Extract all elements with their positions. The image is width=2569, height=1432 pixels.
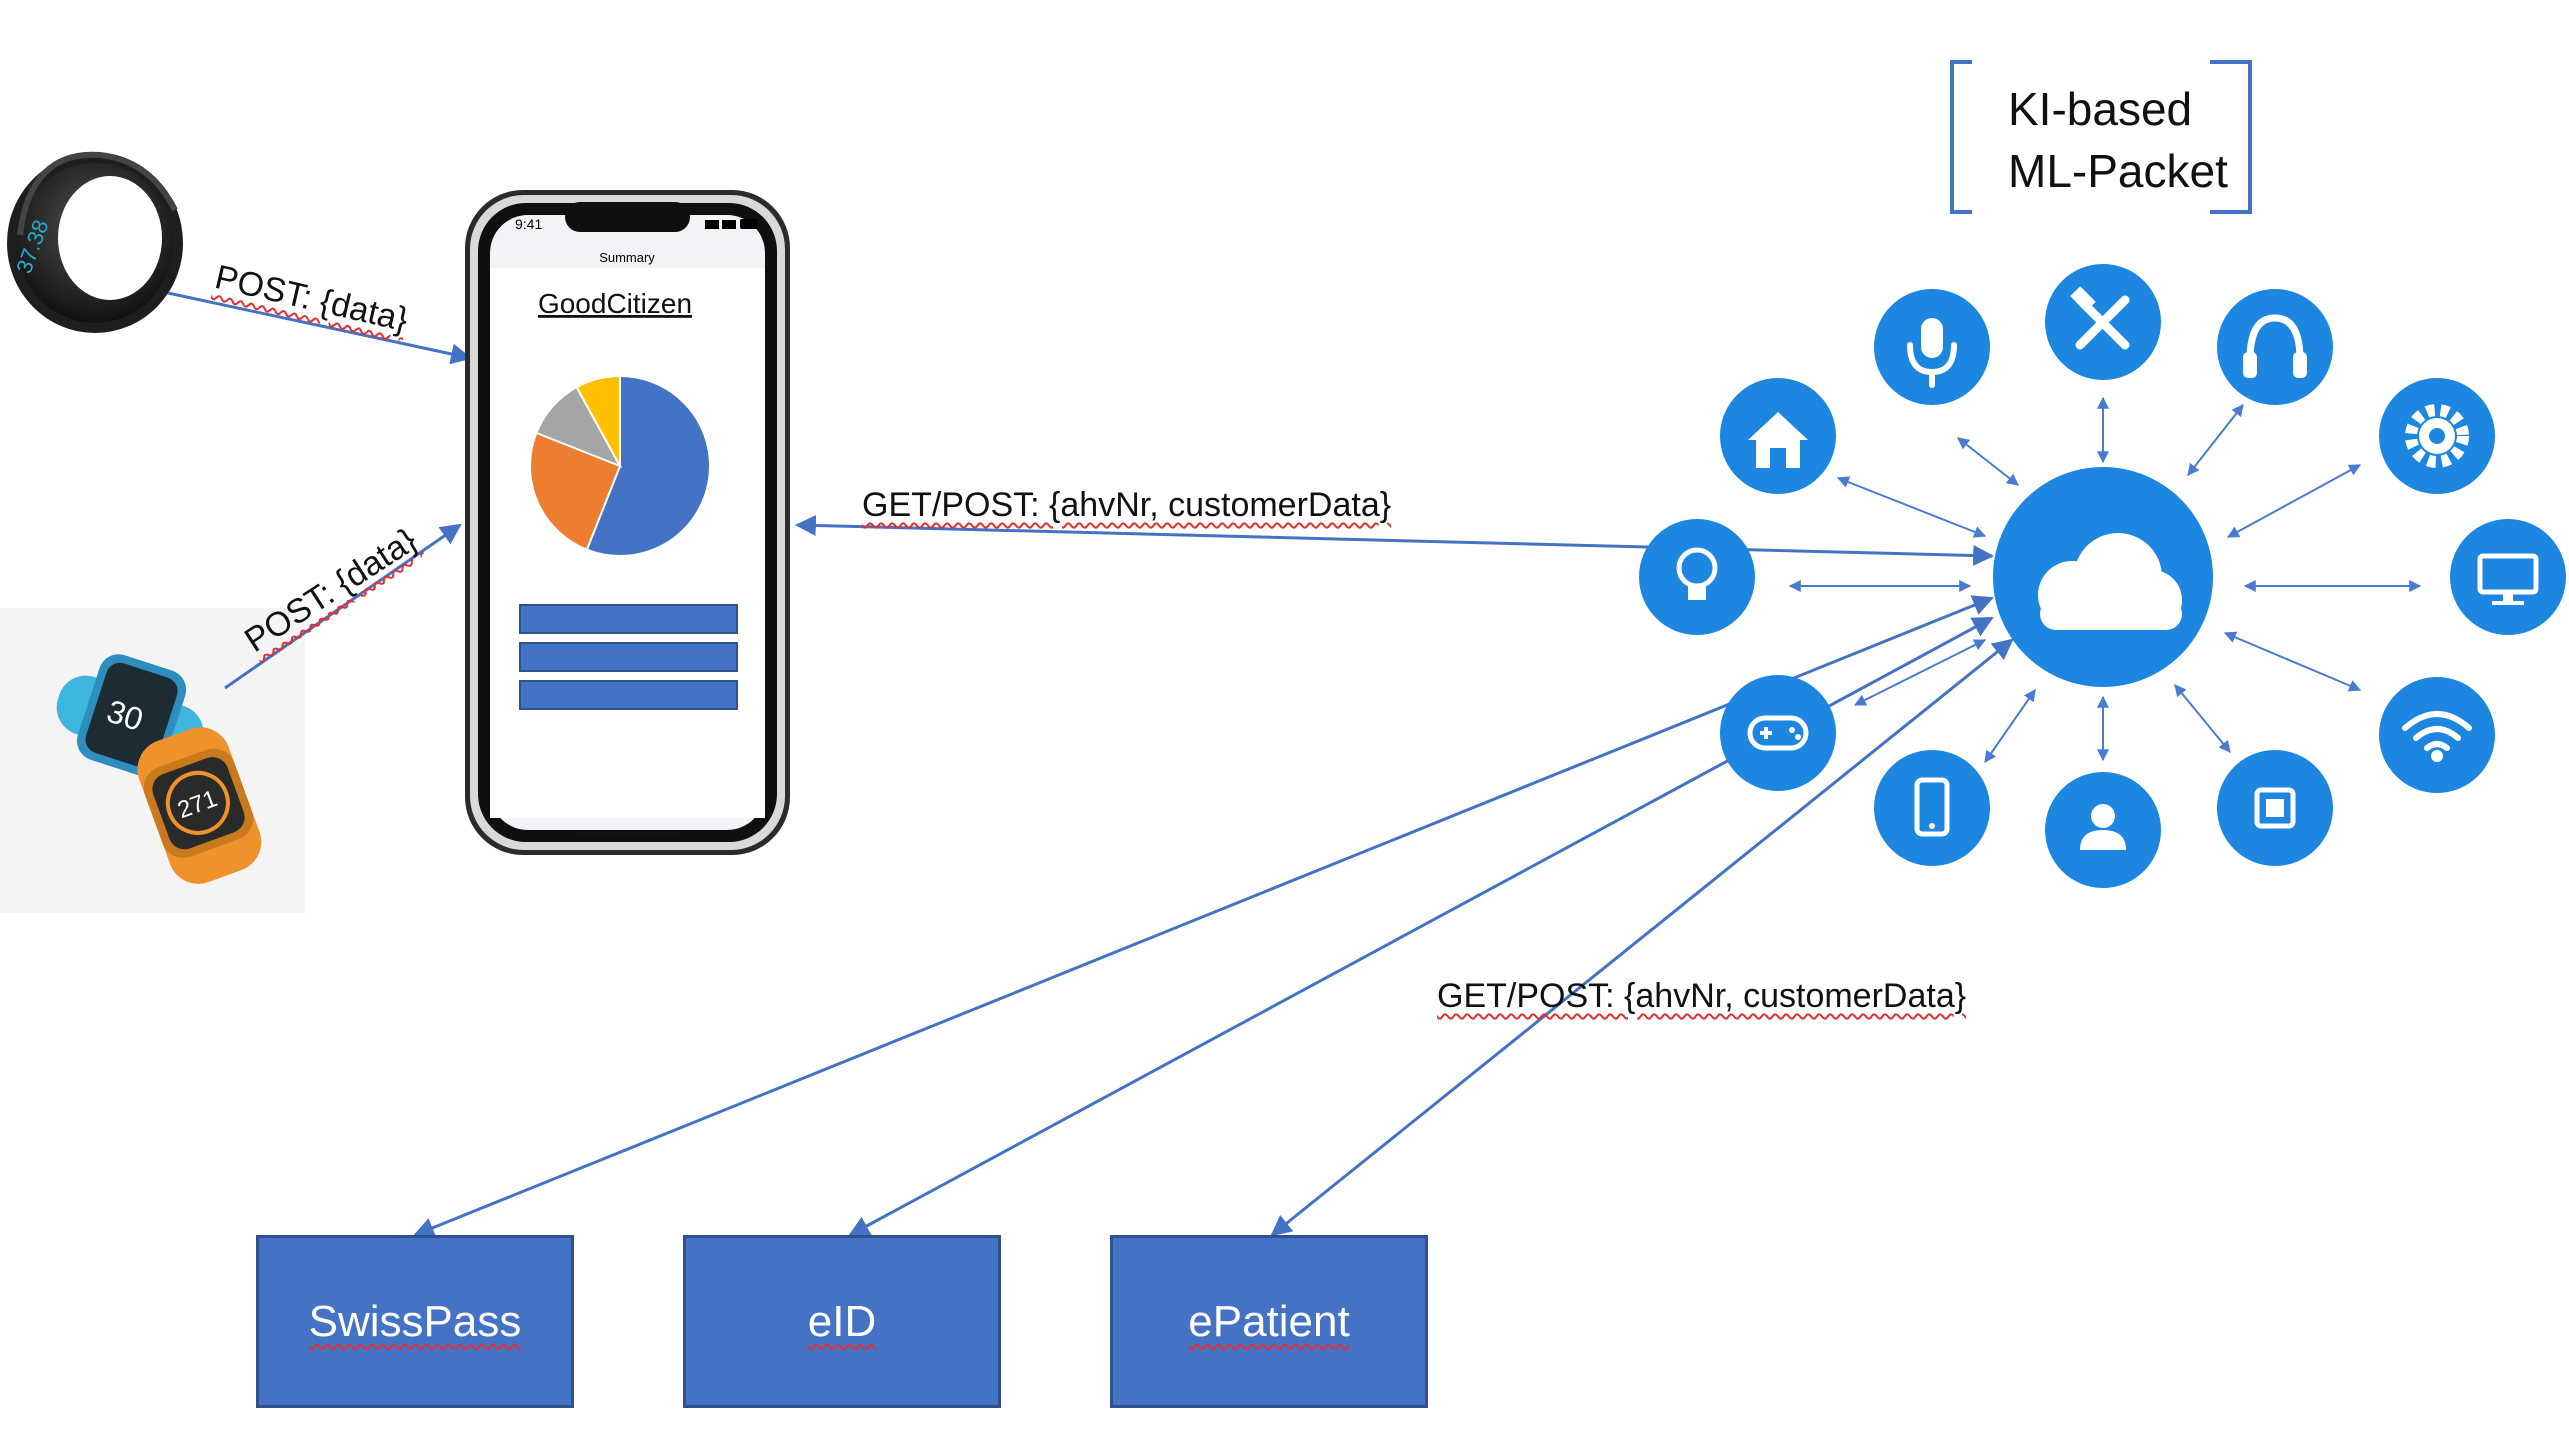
node-microphone <box>1874 289 1990 405</box>
pie-chart <box>529 374 711 557</box>
user-icon <box>2080 804 2126 850</box>
eid-box[interactable]: eID <box>683 1235 1001 1408</box>
node-tools <box>2045 264 2161 380</box>
phone-status-time: 9:41 <box>515 216 542 232</box>
monitor-icon <box>2477 553 2539 605</box>
list-bar-1 <box>519 604 738 634</box>
gamepad-icon <box>1747 715 1809 751</box>
network-spokes <box>1788 396 2422 763</box>
node-user <box>2045 772 2161 888</box>
gear-icon <box>2405 404 2469 468</box>
node-home <box>1720 378 1836 494</box>
epatient-box[interactable]: ePatient <box>1110 1235 1428 1408</box>
pie-slice-2 <box>529 431 622 551</box>
smart-ring-image: 37.38 <box>7 151 183 333</box>
smartphone-icon <box>1914 777 1950 837</box>
phone-cloud-label: GET/POST: {ahvNr, customerData} <box>862 486 1392 524</box>
cloud-icon <box>2038 533 2182 630</box>
node-gamepad <box>1720 675 1836 791</box>
wifi-icon <box>2402 711 2472 762</box>
lightbulb-icon <box>1676 547 1718 600</box>
microphone-icon <box>1907 318 1957 388</box>
node-wifi <box>2379 677 2495 793</box>
epatient-cloud-arrow <box>1270 638 2014 1237</box>
services-cloud-label: GET/POST: {ahvNr, customerData} <box>1437 977 1967 1015</box>
node-smartphone <box>1874 750 1990 866</box>
pie-slice-1 <box>585 374 711 557</box>
list-bar-2 <box>519 642 738 672</box>
node-chip <box>2217 750 2333 866</box>
tools-icon <box>2070 286 2130 350</box>
ml-packet-line1: KI-based <box>2008 83 2193 135</box>
epatient-label: ePatient <box>1188 1296 1350 1346</box>
pie-slice-4 <box>575 374 621 467</box>
node-gear <box>2379 378 2495 494</box>
swisspass-label: SwissPass <box>308 1296 522 1346</box>
app-title: GoodCitizen <box>538 288 692 319</box>
home-icon <box>1748 412 1808 468</box>
cloud-hub <box>1993 467 2213 687</box>
ml-packet-bracket <box>1950 60 2252 214</box>
list-bar-3 <box>519 680 738 710</box>
node-headphones <box>2217 289 2333 405</box>
ring-to-phone-arrow <box>167 291 473 365</box>
phone-header: Summary <box>599 250 655 265</box>
node-lightbulb <box>1639 519 1755 635</box>
ml-packet-line2: ML-Packet <box>2008 145 2228 197</box>
watch-to-phone-arrow <box>224 523 462 690</box>
phone-cloud-arrow <box>794 514 1995 567</box>
node-monitor <box>2450 519 2566 635</box>
swisspass-box[interactable]: SwissPass <box>256 1235 574 1408</box>
smartphone-mockup: 9:41 Summary GoodCitizen <box>465 190 790 855</box>
chip-icon <box>2254 787 2296 829</box>
eid-label: eID <box>807 1296 877 1346</box>
ml-packet-label: KI-based ML-Packet <box>2008 78 2228 202</box>
smartwatch-image: 30 271 <box>0 608 305 913</box>
headphones-icon <box>2243 314 2307 378</box>
